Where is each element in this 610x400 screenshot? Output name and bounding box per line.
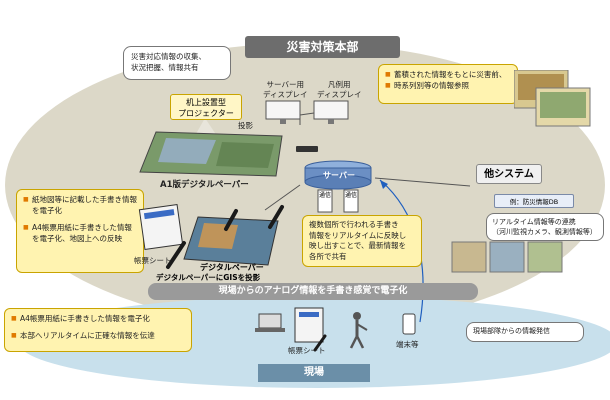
server-unit-label: 通信 [344, 192, 357, 199]
label-line: 凡例用 [327, 80, 351, 89]
analog-digitize-banner: 現場からのアナログ情報を手書き感覚で電子化 [148, 283, 478, 300]
network-switch-icon [296, 146, 318, 152]
projector-label-line: 机上設置型 [186, 98, 226, 107]
note-line: 映し出すことで、最新情報を [309, 241, 406, 250]
note-line: （河川監視カメラ、観測情報等） [492, 228, 597, 236]
legend-display-label: 凡例用 ディスプレイ [317, 80, 361, 100]
server-label: サーバー [323, 171, 355, 180]
label-line: サーバー用 [266, 80, 304, 89]
digital-paper-pens-image [138, 203, 284, 269]
gis-caption: デジタルペーパーにGISを投影 [156, 273, 261, 282]
info-line: 状況把握、情報共有 [131, 63, 199, 72]
field-title: 現場 [258, 364, 370, 382]
projector-label-line: プロジェクター [178, 109, 234, 118]
terminal-device-icon [402, 313, 416, 335]
archive-note: 蓄積された情報をもとに災害前、 時系列別等の情報参照 [378, 64, 518, 104]
info-collection-box: 災害対応情報の収集、 状況把握、情報共有 [123, 46, 231, 80]
field-notes-box: A4帳票用紙に手書きした情報を電子化 本部へリアルタイムに正確な情報を伝達 [4, 308, 192, 352]
paper-cable [264, 184, 301, 211]
digital-pen-icon [166, 241, 186, 269]
label-line: ディスプレイ [263, 90, 308, 99]
realtime-note: リアルタイム情報等の連携 （河川監視カメラ、観測情報等） [486, 213, 604, 241]
paper-note: A4帳票用紙に手書きした情報を電子化、地図上への反映 [23, 222, 137, 244]
server-display-monitor [265, 100, 301, 120]
sheet-label: 帳票シート [134, 256, 172, 265]
displays [265, 100, 349, 124]
digital-pen-icon [224, 209, 238, 231]
projection-label: 投影 [238, 121, 253, 130]
archive-screenshots [514, 70, 591, 127]
digital-paper-label: デジタルペーパー [200, 263, 264, 272]
terminal-label: 端末等 [396, 340, 419, 349]
laptop-icon [258, 313, 282, 329]
multi-site-note: 複数個所で行われる手書き 情報をリアルタイムに反映し 映し出すことで、最新情報を… [302, 215, 422, 267]
arrow-head [380, 180, 388, 189]
field-worker-icon [353, 312, 361, 320]
field-devices [255, 307, 416, 352]
paper-note: 紙地図等に記載した手書き情報を電子化 [23, 194, 137, 216]
realtime-screens [451, 241, 563, 273]
archive-note-line: 時系列別等の情報参照 [385, 80, 511, 91]
legend-display-monitor [313, 100, 349, 120]
a1-digital-paper-image [139, 131, 283, 177]
field-note: 本部へリアルタイムに正確な情報を伝達 [11, 330, 185, 341]
camera-screen [527, 241, 563, 273]
field-sheet-label: 帳票シート [288, 346, 326, 355]
note-line: 各所で共有 [309, 251, 347, 261]
digital-pen-icon [268, 205, 284, 229]
server-icon [304, 160, 372, 213]
server-unit-label: 通信 [318, 192, 331, 199]
field-note: A4帳票用紙に手書きした情報を電子化 [11, 313, 185, 324]
other-system-title: 他システム [476, 164, 542, 184]
note-line: 情報をリアルタイムに反映し [309, 230, 407, 240]
server-display-label: サーバー用 ディスプレイ [263, 80, 307, 100]
field-pen-icon [313, 334, 327, 352]
archive-note-line: 蓄積された情報をもとに災害前、 [385, 69, 511, 80]
info-line: 災害対応情報の収集、 [131, 52, 206, 61]
label-line: ディスプレイ [317, 90, 362, 99]
camera-screen [451, 241, 487, 273]
disaster-db-label: 例：防災情報DB [494, 194, 574, 208]
note-line: リアルタイム情報等の連携 [492, 218, 576, 226]
a1-paper-title: A1版デジタルペーパー [160, 180, 249, 190]
field-report-box: 現場部隊からの情報発信 [466, 322, 584, 342]
note-line: 複数個所で行われる手書き [309, 220, 399, 229]
hq-title: 災害対策本部 [245, 36, 400, 58]
projector-label-box: 机上設置型 プロジェクター [170, 94, 242, 120]
paper-notes-box: 紙地図等に記載した手書き情報を電子化 A4帳票用紙に手書きした情報を電子化、地図… [16, 189, 144, 273]
system-cable [374, 177, 471, 187]
camera-screen [489, 241, 525, 273]
